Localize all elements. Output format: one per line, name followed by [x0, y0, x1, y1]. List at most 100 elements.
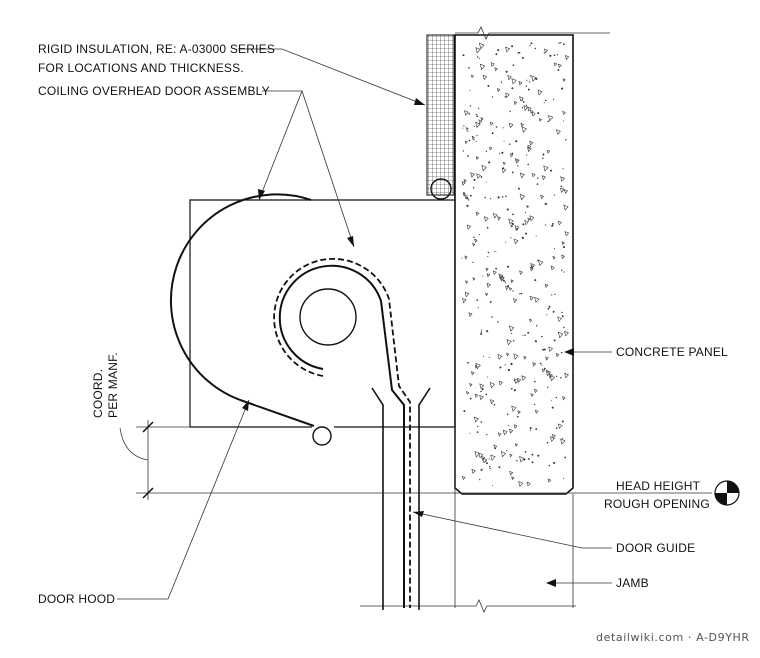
concrete-speckle: [553, 54, 556, 56]
concrete-speckle: [487, 85, 490, 87]
concrete-speckle: [506, 450, 508, 452]
concrete-speckle: [564, 189, 569, 194]
concrete-speckle: [481, 388, 484, 391]
coord-dimension: [119, 420, 154, 500]
concrete-speckle: [512, 64, 515, 66]
concrete-speckle: [479, 394, 484, 401]
concrete-speckle: [533, 403, 536, 406]
concrete-speckle: [537, 112, 540, 115]
concrete-speckle: [509, 110, 511, 113]
concrete-speckle: [502, 161, 506, 166]
concrete-speckle: [520, 122, 525, 128]
concrete-speckle: [488, 458, 490, 460]
concrete-speckle: [475, 211, 480, 217]
concrete-speckle: [523, 355, 527, 360]
concrete-speckle: [544, 283, 549, 289]
concrete-speckle: [557, 423, 563, 429]
concrete-speckle: [560, 351, 563, 354]
concrete-speckle: [518, 81, 523, 86]
concrete-speckle: [489, 121, 494, 127]
concrete-speckle: [562, 246, 566, 249]
concrete-speckle: [527, 88, 530, 91]
concrete-speckle: [530, 393, 534, 398]
concrete-speckle: [510, 279, 514, 284]
concrete-speckle: [513, 353, 519, 360]
concrete-speckle: [501, 151, 504, 154]
concrete-speckle: [506, 413, 509, 416]
concrete-speckle: [512, 290, 514, 292]
concrete-speckle: [510, 237, 512, 239]
concrete-speckle: [563, 204, 569, 211]
concrete-speckle: [490, 198, 492, 200]
concrete-speckle: [555, 353, 560, 358]
concrete-speckle: [510, 362, 513, 365]
concrete-speckle: [473, 125, 475, 127]
concrete-speckle: [553, 339, 556, 342]
concrete-speckle: [547, 120, 550, 122]
concrete-speckle: [508, 425, 510, 427]
concrete-speckle: [534, 279, 537, 282]
concrete-speckle: [507, 265, 510, 268]
concrete-speckle: [529, 215, 535, 222]
concrete-speckle: [468, 66, 470, 69]
concrete-speckle: [544, 202, 547, 205]
concrete-speckle: [502, 127, 504, 129]
concrete-speckle: [490, 454, 496, 461]
concrete-speckle: [488, 357, 490, 359]
concrete-speckle: [561, 311, 563, 314]
concrete-speckle: [463, 178, 467, 183]
concrete-speckle: [551, 294, 553, 296]
concrete-speckle: [485, 150, 488, 153]
concrete-speckle: [527, 331, 530, 334]
concrete-speckle: [513, 100, 518, 106]
concrete-speckle: [514, 158, 520, 164]
concrete-speckle: [510, 387, 513, 390]
concrete-speckle: [538, 259, 544, 267]
concrete-speckle: [509, 153, 514, 158]
concrete-speckle: [548, 464, 551, 467]
concrete-speckle: [464, 110, 469, 116]
concrete-speckle: [474, 238, 478, 243]
door-hood-box: [169, 178, 455, 446]
concrete-speckle: [466, 224, 472, 230]
concrete-speckle: [535, 235, 537, 237]
concrete-speckle: [515, 140, 518, 143]
concrete-speckle: [518, 481, 524, 488]
concrete-speckle: [537, 177, 539, 179]
concrete-speckle: [528, 458, 530, 460]
concrete-speckle: [548, 346, 554, 353]
concrete-speckle: [530, 109, 534, 114]
concrete-speckle: [543, 348, 546, 351]
concrete-speckle: [555, 129, 561, 135]
concrete-speckle: [473, 416, 479, 423]
concrete-speckle: [549, 436, 555, 443]
door-hood-label: DOOR HOOD: [38, 592, 115, 606]
concrete-speckle: [543, 102, 545, 104]
concrete-speckle: [529, 75, 532, 77]
concrete-speckle: [476, 115, 479, 118]
concrete-speckle: [469, 397, 472, 400]
concrete-speckle: [511, 87, 514, 90]
door-guide-label: DOOR GUIDE: [616, 541, 695, 555]
concrete-speckle: [526, 154, 528, 156]
concrete-speckle: [524, 212, 527, 214]
concrete-speckle: [498, 152, 501, 154]
concrete-speckle: [479, 383, 485, 390]
concrete-speckle: [529, 427, 532, 430]
concrete-speckle: [512, 339, 515, 342]
concrete-speckle: [485, 181, 487, 183]
concrete-speckle: [562, 396, 566, 401]
concrete-speckle: [476, 431, 479, 433]
concrete-speckle: [473, 236, 475, 239]
concrete-speckle: [541, 368, 546, 373]
head-height-label-line2: ROUGH OPENING: [604, 497, 710, 511]
concrete-speckle: [478, 42, 485, 50]
concrete-speckle: [505, 46, 511, 53]
concrete-speckle: [561, 315, 564, 318]
concrete-speckle: [486, 226, 489, 229]
concrete-speckle: [531, 453, 534, 456]
concrete-speckle: [529, 44, 531, 47]
concrete-speckle: [470, 172, 475, 178]
concrete-speckle: [477, 307, 479, 309]
concrete-speckle: [520, 292, 523, 295]
